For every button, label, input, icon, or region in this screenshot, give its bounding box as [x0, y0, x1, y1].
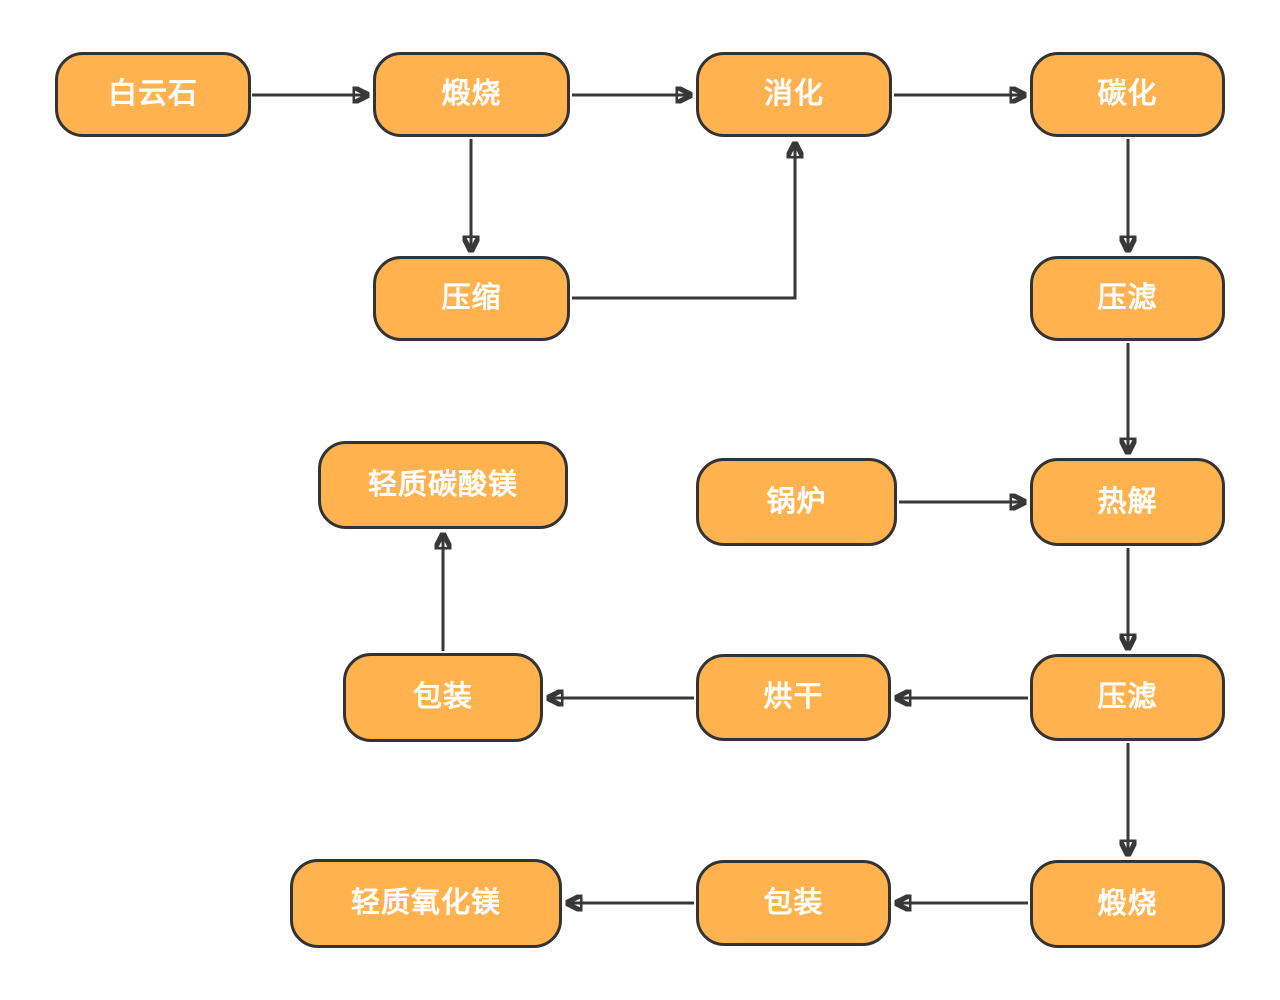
node-packaging-1: 包装: [343, 653, 543, 742]
node-light-magnesium-oxide: 轻质氧化镁: [290, 859, 562, 948]
node-light-magnesium-carbonate-label: 轻质碳酸镁: [367, 468, 518, 501]
node-calcination-1-label: 煅烧: [441, 78, 502, 110]
node-digestion-label: 消化: [763, 78, 824, 110]
node-compression: 压缩: [373, 256, 570, 341]
node-pyrolysis-label: 热解: [1097, 485, 1158, 518]
edge-compression-to-digestion: [572, 145, 795, 300]
node-pyrolysis: 热解: [1030, 458, 1225, 546]
node-boiler-label: 锅炉: [766, 485, 827, 518]
node-carbonization-label: 碳化: [1097, 78, 1158, 110]
node-dolomite-label: 白云石: [107, 78, 198, 110]
node-press-filter-1: 压滤: [1030, 256, 1225, 341]
node-drying-label: 烘干: [763, 681, 824, 713]
node-press-filter-1-label: 压滤: [1097, 282, 1158, 314]
node-packaging-2: 包装: [696, 860, 891, 946]
node-light-magnesium-oxide-label: 轻质氧化镁: [350, 887, 501, 919]
node-carbonization: 碳化: [1030, 52, 1225, 137]
node-boiler: 锅炉: [696, 458, 897, 546]
node-calcination-2: 煅烧: [1030, 860, 1225, 948]
node-calcination-2-label: 煅烧: [1097, 887, 1158, 920]
node-press-filter-2-label: 压滤: [1097, 681, 1158, 713]
node-light-magnesium-carbonate: 轻质碳酸镁: [318, 441, 568, 529]
node-packaging-2-label: 包装: [763, 886, 824, 919]
node-digestion: 消化: [696, 52, 892, 137]
node-compression-label: 压缩: [441, 282, 502, 314]
node-calcination-1: 煅烧: [373, 52, 570, 137]
node-dolomite: 白云石: [55, 52, 251, 137]
node-press-filter-2: 压滤: [1030, 654, 1225, 741]
node-drying: 烘干: [696, 654, 891, 741]
node-packaging-1-label: 包装: [412, 681, 473, 713]
